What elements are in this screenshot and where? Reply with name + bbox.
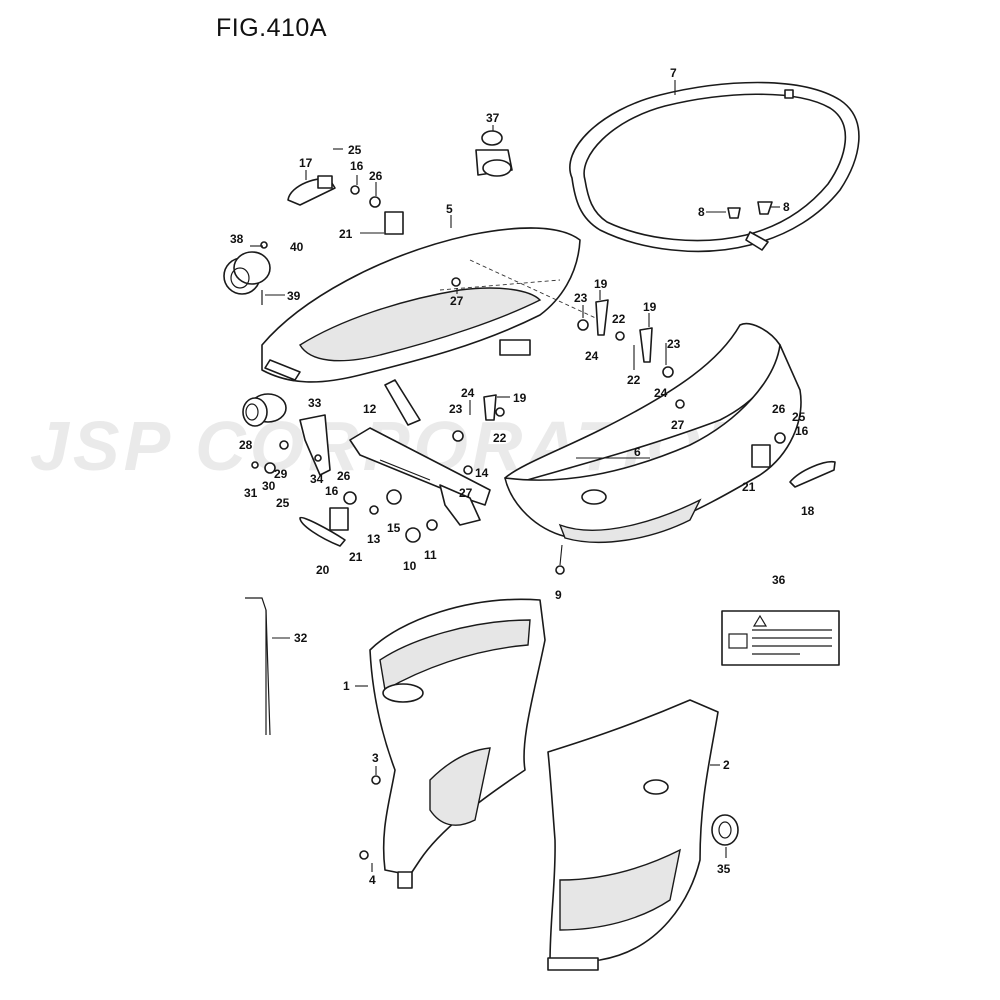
part-1-side-cover-port (369, 598, 546, 889)
callout-19: 19 (594, 277, 608, 291)
callout-24: 24 (585, 349, 599, 363)
callout-18: 18 (801, 504, 815, 518)
callout-28: 28 (239, 438, 253, 452)
callout-30: 30 (262, 479, 276, 493)
callout-6: 6 (634, 445, 641, 459)
part-12-bracket (349, 427, 491, 526)
callout-16: 16 (795, 424, 809, 438)
callout-labels: 7 37 25 17 16 26 5 21 38 40 8 8 27 39 19… (230, 66, 815, 887)
callout-13: 13 (367, 532, 381, 546)
callout-31: 31 (244, 486, 258, 500)
part-35-grommet (711, 814, 739, 846)
callout-16: 16 (350, 159, 364, 173)
callout-23: 23 (449, 402, 463, 416)
callout-24: 24 (654, 386, 668, 400)
callout-33: 33 (308, 396, 322, 410)
callout-26: 26 (369, 169, 383, 183)
callout-29: 29 (274, 467, 288, 481)
callout-20: 20 (316, 563, 330, 577)
callout-27: 27 (459, 486, 473, 500)
part-18-lever (789, 460, 836, 488)
part-6-lower-pan-rear (504, 323, 802, 543)
callout-19: 19 (513, 391, 527, 405)
part-2-side-cover-starboard (547, 699, 719, 971)
callout-1: 1 (343, 679, 350, 693)
callout-12: 12 (363, 402, 377, 416)
callout-7: 7 (670, 66, 677, 80)
part-32-cable-tie (245, 597, 271, 736)
callout-39: 39 (287, 289, 301, 303)
callout-4: 4 (369, 873, 376, 887)
callout-36: 36 (772, 573, 786, 587)
callout-15: 15 (387, 521, 401, 535)
callout-8-left: 8 (698, 205, 705, 219)
callout-22: 22 (627, 373, 641, 387)
callout-26: 26 (337, 469, 351, 483)
callout-22: 22 (493, 431, 507, 445)
callout-21: 21 (339, 227, 353, 241)
callout-25: 25 (792, 410, 806, 424)
part-20-lever (299, 516, 346, 547)
part-36-caution-label (721, 610, 840, 666)
part-33-bracket (299, 414, 331, 476)
callout-40: 40 (290, 240, 304, 254)
part-19-clips (483, 299, 653, 421)
callout-10: 10 (403, 559, 417, 573)
callout-2: 2 (723, 758, 730, 772)
figure-title: FIG.410A (216, 14, 327, 42)
part-21-hook (329, 211, 771, 531)
callout-19: 19 (643, 300, 657, 314)
callout-37: 37 (486, 111, 500, 125)
callout-27: 27 (671, 418, 685, 432)
callout-32: 32 (294, 631, 308, 645)
callout-14: 14 (475, 466, 489, 480)
callout-23: 23 (667, 337, 681, 351)
callout-21: 21 (349, 550, 363, 564)
part-38-grommet (223, 251, 271, 295)
callout-24: 24 (461, 386, 475, 400)
callout-26: 26 (772, 402, 786, 416)
part-5-lower-pan-front (261, 227, 601, 426)
callout-5: 5 (446, 202, 453, 216)
callout-21: 21 (742, 480, 756, 494)
callout-25: 25 (276, 496, 290, 510)
callout-17: 17 (299, 156, 313, 170)
callout-22: 22 (612, 312, 626, 326)
callout-38: 38 (230, 232, 244, 246)
leader-lines (250, 80, 780, 872)
part-37-grommet (475, 130, 513, 177)
callout-9: 9 (555, 588, 562, 602)
part-8-stoppers (727, 201, 773, 219)
callout-16: 16 (325, 484, 339, 498)
callout-35: 35 (717, 862, 731, 876)
callout-27: 27 (450, 294, 464, 308)
callout-25: 25 (348, 143, 362, 157)
callout-3: 3 (372, 751, 379, 765)
part-7-seal-ring (569, 81, 860, 253)
callout-11: 11 (424, 548, 437, 562)
part-28-grommet (242, 393, 287, 427)
part-17-lever (287, 175, 336, 206)
callout-34: 34 (310, 472, 324, 486)
small-fasteners (251, 185, 786, 860)
callout-8-right: 8 (783, 200, 790, 214)
callout-23: 23 (574, 291, 588, 305)
